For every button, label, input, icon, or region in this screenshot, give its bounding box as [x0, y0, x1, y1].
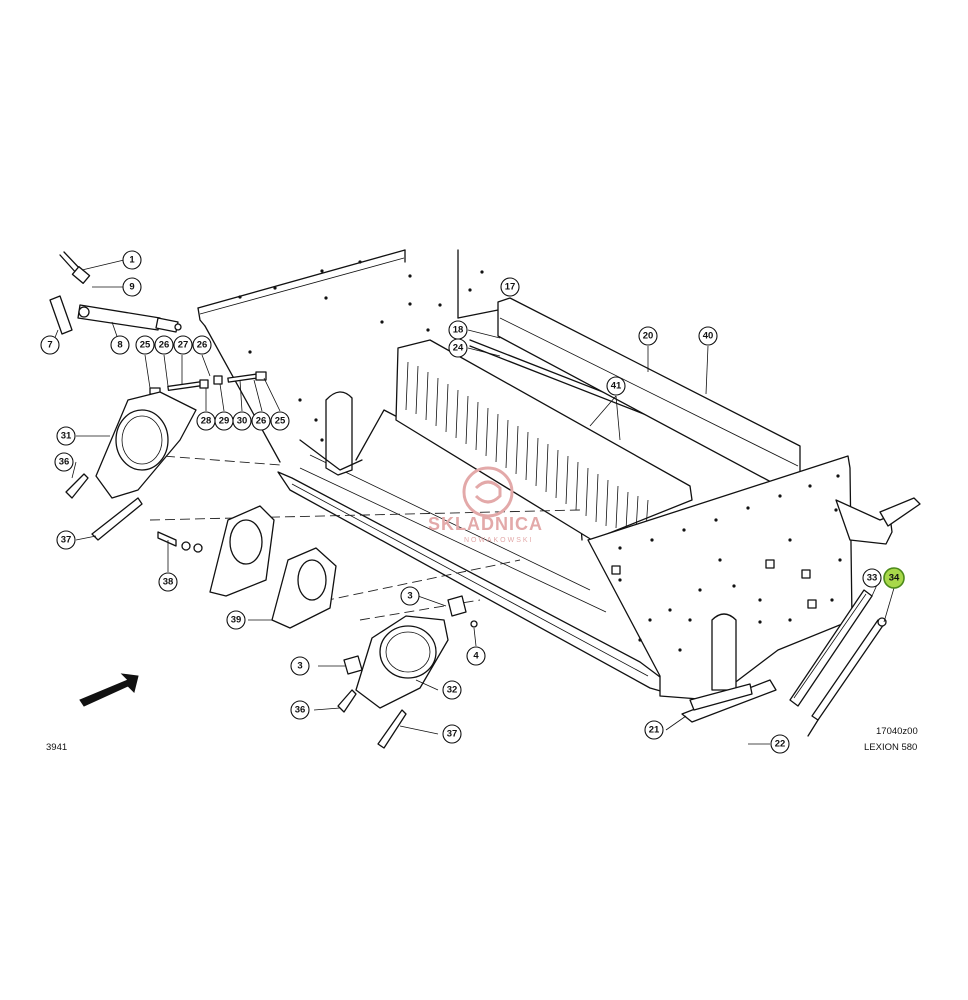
watermark-name: SKLADNICA — [428, 514, 543, 534]
svg-text:26: 26 — [256, 416, 267, 427]
callout-37a: 37 — [56, 530, 76, 550]
svg-text:37: 37 — [61, 535, 72, 546]
callout-18: 18 — [448, 320, 468, 340]
svg-text:39: 39 — [231, 615, 242, 626]
svg-text:7: 7 — [47, 340, 52, 351]
svg-text:3: 3 — [407, 591, 412, 602]
svg-text:3: 3 — [297, 661, 302, 672]
callout-8: 8 — [110, 335, 130, 355]
svg-text:28: 28 — [201, 416, 212, 427]
callout-34-highlighted: 34 — [883, 567, 905, 589]
lower-shield — [337, 595, 478, 749]
callout-33: 33 — [862, 568, 882, 588]
callout-41: 41 — [606, 376, 626, 396]
svg-text:17: 17 — [505, 282, 516, 293]
callout-26c: 26 — [251, 411, 271, 431]
callout-9: 9 — [122, 277, 142, 297]
svg-text:33: 33 — [867, 573, 878, 584]
drawing-reference: 17040z00 — [876, 726, 918, 737]
svg-text:18: 18 — [453, 325, 464, 336]
svg-text:26: 26 — [159, 340, 170, 351]
direction-arrow — [79, 673, 139, 707]
callout-25b: 25 — [270, 411, 290, 431]
callout-32: 32 — [442, 680, 462, 700]
svg-text:22: 22 — [775, 739, 786, 750]
callout-20: 20 — [638, 326, 658, 346]
svg-text:41: 41 — [611, 381, 622, 392]
model-label: LEXION 580 — [864, 742, 917, 753]
svg-text:32: 32 — [447, 685, 458, 696]
callout-29: 29 — [214, 411, 234, 431]
leader-lines — [51, 259, 895, 745]
callout-39: 39 — [226, 610, 246, 630]
svg-text:29: 29 — [219, 416, 230, 427]
callout-38: 38 — [158, 572, 178, 592]
comb-teeth — [405, 361, 649, 533]
svg-text:38: 38 — [163, 577, 174, 588]
svg-text:40: 40 — [703, 331, 714, 342]
svg-text:30: 30 — [237, 416, 248, 427]
callout-1: 1 — [122, 250, 142, 270]
callouts: 1 9 7 8 25 26 27 26 28 29 30 26 25 17 18… — [40, 250, 905, 754]
callout-24: 24 — [448, 338, 468, 358]
callout-4: 4 — [466, 646, 486, 666]
left-shield — [65, 391, 203, 553]
trough-assembly — [197, 249, 921, 723]
svg-text:21: 21 — [649, 725, 660, 736]
callout-36b: 36 — [290, 700, 310, 720]
gas-struts — [789, 589, 887, 737]
callout-28: 28 — [196, 411, 216, 431]
svg-text:37: 37 — [447, 729, 458, 740]
callout-26b: 26 — [192, 335, 212, 355]
callout-27: 27 — [173, 335, 193, 355]
callout-26a: 26 — [154, 335, 174, 355]
callout-3b: 3 — [290, 656, 310, 676]
back-wall-holes — [238, 260, 484, 442]
svg-text:36: 36 — [59, 457, 70, 468]
callout-7: 7 — [40, 335, 60, 355]
callout-25a: 25 — [135, 335, 155, 355]
callout-31: 31 — [56, 426, 76, 446]
watermark-subtitle: NOWAKOWSKI — [464, 537, 534, 544]
page-fragment: 3941 — [46, 742, 67, 753]
svg-text:24: 24 — [453, 343, 464, 354]
svg-text:20: 20 — [643, 331, 654, 342]
callout-40: 40 — [698, 326, 718, 346]
svg-text:36: 36 — [295, 705, 306, 716]
svg-text:27: 27 — [178, 340, 189, 351]
callout-30: 30 — [232, 411, 252, 431]
svg-text:1: 1 — [129, 255, 135, 266]
svg-text:26: 26 — [197, 340, 208, 351]
svg-text:25: 25 — [275, 416, 286, 427]
svg-text:25: 25 — [140, 340, 151, 351]
callout-37b: 37 — [442, 724, 462, 744]
callout-21: 21 — [644, 720, 664, 740]
callout-3a: 3 — [400, 586, 420, 606]
svg-text:31: 31 — [61, 431, 72, 442]
callout-22: 22 — [770, 734, 790, 754]
svg-text:8: 8 — [117, 340, 122, 351]
cylinder-assembly — [49, 251, 267, 395]
watermark: SKLADNICA NOWAKOWSKI — [428, 466, 543, 544]
svg-text:34: 34 — [889, 573, 900, 584]
callout-17: 17 — [500, 277, 520, 297]
svg-text:4: 4 — [473, 651, 479, 662]
end-plate-holes — [618, 474, 842, 652]
svg-text:9: 9 — [129, 282, 134, 293]
center-shields — [209, 505, 337, 629]
explode-lines — [149, 454, 581, 621]
callout-36a: 36 — [54, 452, 74, 472]
